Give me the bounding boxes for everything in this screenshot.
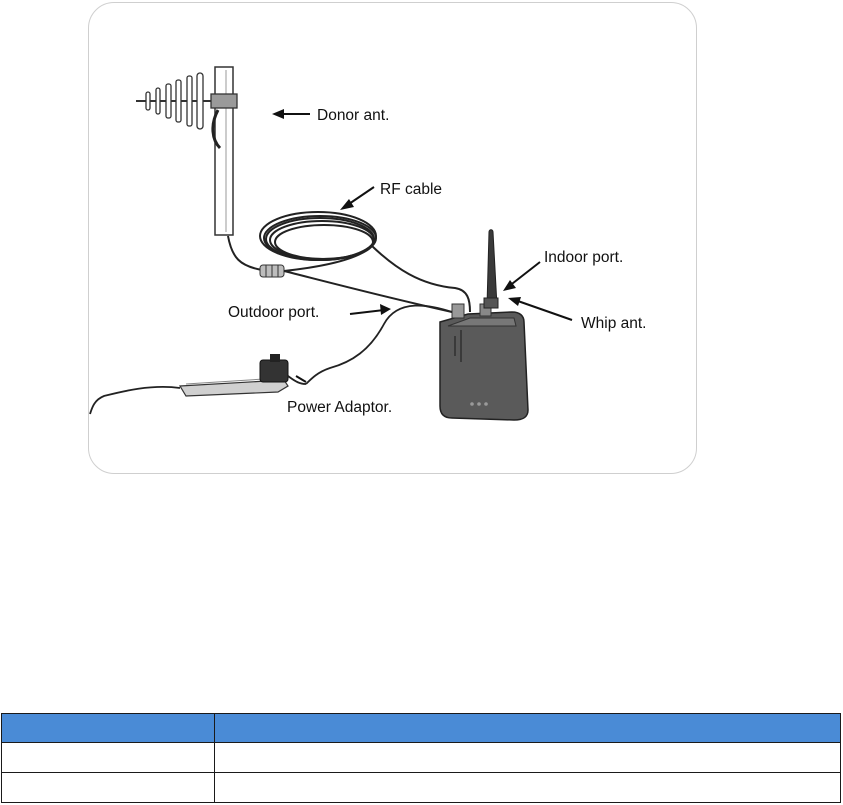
rf-cable-label: RF cable	[380, 181, 442, 198]
spec-table	[1, 713, 841, 803]
table-row	[1, 772, 841, 803]
table-row	[1, 742, 841, 773]
donor-ant-label: Donor ant.	[317, 107, 389, 124]
rf-cable-coil-icon	[259, 211, 471, 313]
repeater-unit-icon	[439, 303, 529, 421]
donor-antenna-icon	[136, 66, 238, 236]
installation-diagram: Donor ant. RF cable Indoor port. Whip an…	[89, 66, 646, 421]
table-cell	[214, 742, 841, 773]
whip-antenna-icon	[486, 229, 498, 307]
table-header-cell	[1, 713, 215, 743]
whip-ant-label: Whip ant.	[581, 315, 646, 332]
power-adaptor-label: Power Adaptor.	[287, 399, 392, 416]
outdoor-port-label: Outdoor port.	[228, 304, 319, 321]
connector-icon	[259, 264, 285, 278]
indoor-port-label: Indoor port.	[544, 249, 623, 266]
table-header-cell	[214, 713, 841, 743]
power-adaptor-icon	[89, 304, 453, 415]
callout-arrows	[272, 109, 573, 383]
mast-cable	[227, 235, 263, 271]
table-cell	[1, 742, 215, 773]
table-cell	[214, 772, 841, 803]
table-header-row	[1, 713, 841, 743]
table-cell	[1, 772, 215, 803]
